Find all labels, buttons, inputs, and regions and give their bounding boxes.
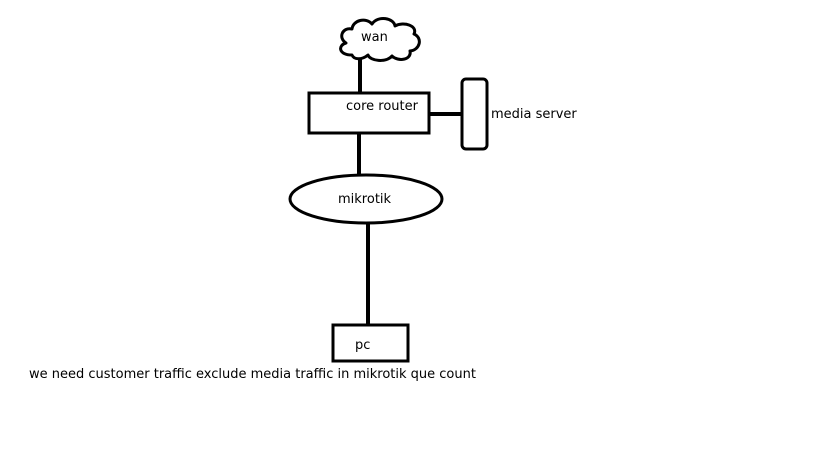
wan-cloud-shape xyxy=(339,17,421,62)
core-router-label: core router xyxy=(346,99,419,114)
core-router-node: core router xyxy=(307,91,431,135)
wan-label: wan xyxy=(361,30,388,45)
mikrotik-label: mikrotik xyxy=(338,192,392,207)
media-server-label: media server xyxy=(491,107,577,122)
mikrotik-node: mikrotik xyxy=(288,173,444,225)
pc-box xyxy=(331,323,410,363)
core-router-box xyxy=(307,91,431,135)
wan-cloud: wan xyxy=(339,17,421,62)
pc-node: pc xyxy=(331,323,410,363)
mikrotik-ellipse xyxy=(288,173,444,225)
media-server-box xyxy=(460,77,489,151)
diagram-note: we need customer traffic exclude media t… xyxy=(29,367,476,382)
pc-label: pc xyxy=(355,338,370,353)
media-server-node: media server xyxy=(460,77,577,151)
